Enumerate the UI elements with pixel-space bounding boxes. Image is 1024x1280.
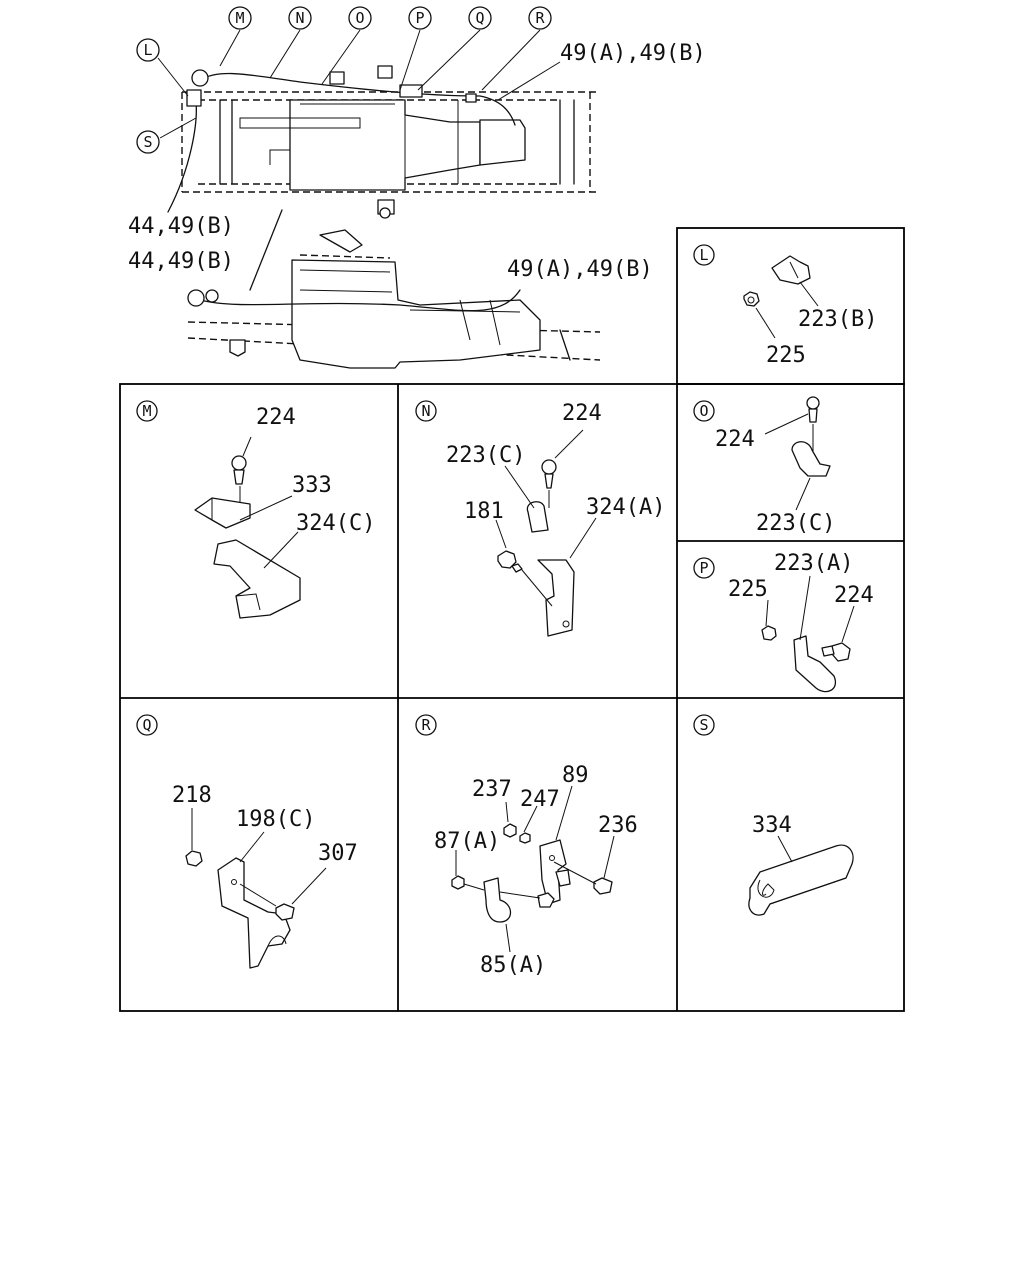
callout-label: N bbox=[421, 402, 430, 420]
callout-label: O bbox=[699, 402, 708, 420]
callout-label: 324(C) bbox=[296, 511, 375, 536]
callout-label: S bbox=[143, 133, 152, 151]
callout-label: L bbox=[699, 246, 708, 264]
callout-label: 224 bbox=[834, 583, 874, 608]
callout-label: 224 bbox=[562, 401, 602, 426]
label-left-b: 44,49(B) bbox=[128, 249, 234, 274]
callout-label: 181 bbox=[464, 499, 504, 524]
callout-label: 198(C) bbox=[236, 807, 315, 832]
panel-Q: Q 218 198(C) 307 bbox=[136, 714, 358, 969]
callout-label: 307 bbox=[318, 841, 358, 866]
panel-grid bbox=[119, 227, 905, 1012]
callout-label: 224 bbox=[256, 405, 296, 430]
callout-label: 223(B) bbox=[798, 307, 877, 332]
label-side-right: 49(A),49(B) bbox=[507, 257, 653, 282]
callout-label: N bbox=[295, 9, 304, 27]
callout-label: S bbox=[699, 716, 708, 734]
panel-R: R 89 237 247 236 87(A) 85(A) bbox=[415, 714, 638, 978]
callout-label: Q bbox=[142, 716, 151, 734]
ref-circle-R: R bbox=[528, 6, 552, 30]
panel-P: P 223(A) 225 224 bbox=[693, 551, 874, 693]
callout-label: R bbox=[421, 716, 431, 734]
callout-label: 218 bbox=[172, 783, 212, 808]
chassis-top-view bbox=[167, 65, 600, 219]
ref-circle-N: N bbox=[288, 6, 312, 30]
ref-circle-M: M bbox=[228, 6, 252, 30]
callout-label: P bbox=[415, 9, 424, 27]
overview-callouts: M N O P Q R L S 49(A),49(B) 44,49(B) 44,… bbox=[128, 6, 706, 282]
callout-label: O bbox=[355, 9, 364, 27]
callout-label: 223(C) bbox=[446, 443, 525, 468]
panel-O: O 224 223(C) bbox=[693, 396, 835, 536]
panel-M: M 224 333 324(C) bbox=[136, 400, 375, 619]
callout-label: 85(A) bbox=[480, 953, 546, 978]
callout-label: 87(A) bbox=[434, 829, 500, 854]
label-top-right: 49(A),49(B) bbox=[560, 41, 706, 66]
callout-label: 223(A) bbox=[774, 551, 853, 576]
panel-N: N 224 223(C) 181 324(A) bbox=[415, 400, 665, 637]
ref-circle-S: S bbox=[136, 130, 160, 154]
callout-label: R bbox=[535, 9, 545, 27]
callout-label: L bbox=[143, 41, 152, 59]
callout-label: Q bbox=[475, 9, 484, 27]
callout-label: 223(C) bbox=[756, 511, 835, 536]
callout-label: 247 bbox=[520, 787, 560, 812]
ref-circle-L: L bbox=[136, 38, 160, 62]
ref-circle-Q: Q bbox=[468, 6, 492, 30]
callout-label: 333 bbox=[292, 473, 332, 498]
callout-label: 225 bbox=[766, 343, 806, 368]
callout-label: 324(A) bbox=[586, 495, 665, 520]
callout-label: 89 bbox=[562, 763, 589, 788]
callout-label: 236 bbox=[598, 813, 638, 838]
callout-label: M bbox=[142, 402, 151, 420]
label-left-a: 44,49(B) bbox=[128, 214, 234, 239]
chassis-side-view bbox=[187, 209, 601, 369]
ref-circle-O: O bbox=[348, 6, 372, 30]
panel-S: S 334 bbox=[693, 714, 854, 916]
ref-circle-P: P bbox=[408, 6, 432, 30]
panel-L: L 223(B) 225 bbox=[693, 244, 877, 368]
callout-label: 334 bbox=[752, 813, 792, 838]
callout-label: M bbox=[235, 9, 244, 27]
callout-label: P bbox=[699, 559, 708, 577]
callout-label: 224 bbox=[715, 427, 755, 452]
callout-label: 225 bbox=[728, 577, 768, 602]
callout-label: 237 bbox=[472, 777, 512, 802]
